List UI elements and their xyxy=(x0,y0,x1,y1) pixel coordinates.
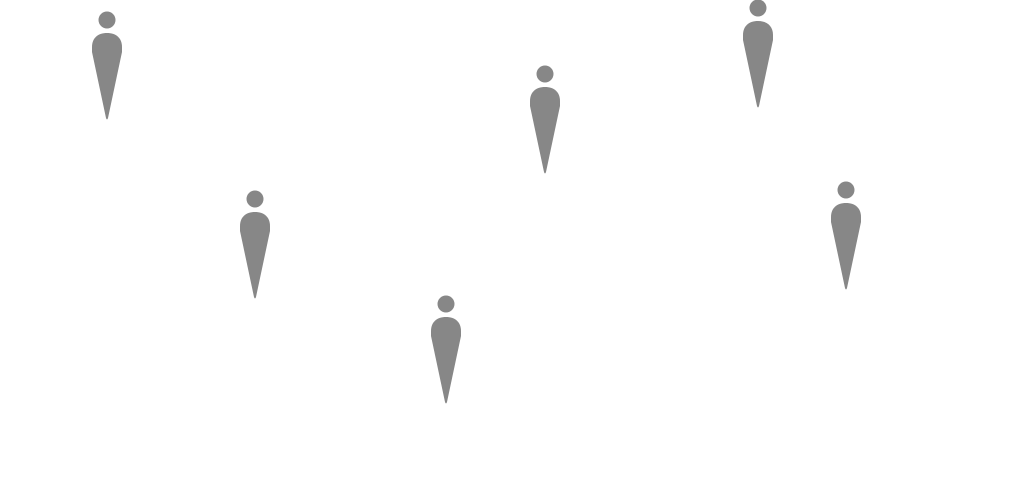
person-figure-icon[interactable] xyxy=(529,64,561,176)
person-figure-icon[interactable] xyxy=(742,0,774,110)
person-figure-icon[interactable] xyxy=(239,189,271,301)
person-figure-icon[interactable] xyxy=(430,294,462,406)
person-figure-icon[interactable] xyxy=(830,180,862,292)
person-figure-icon[interactable] xyxy=(91,10,123,122)
